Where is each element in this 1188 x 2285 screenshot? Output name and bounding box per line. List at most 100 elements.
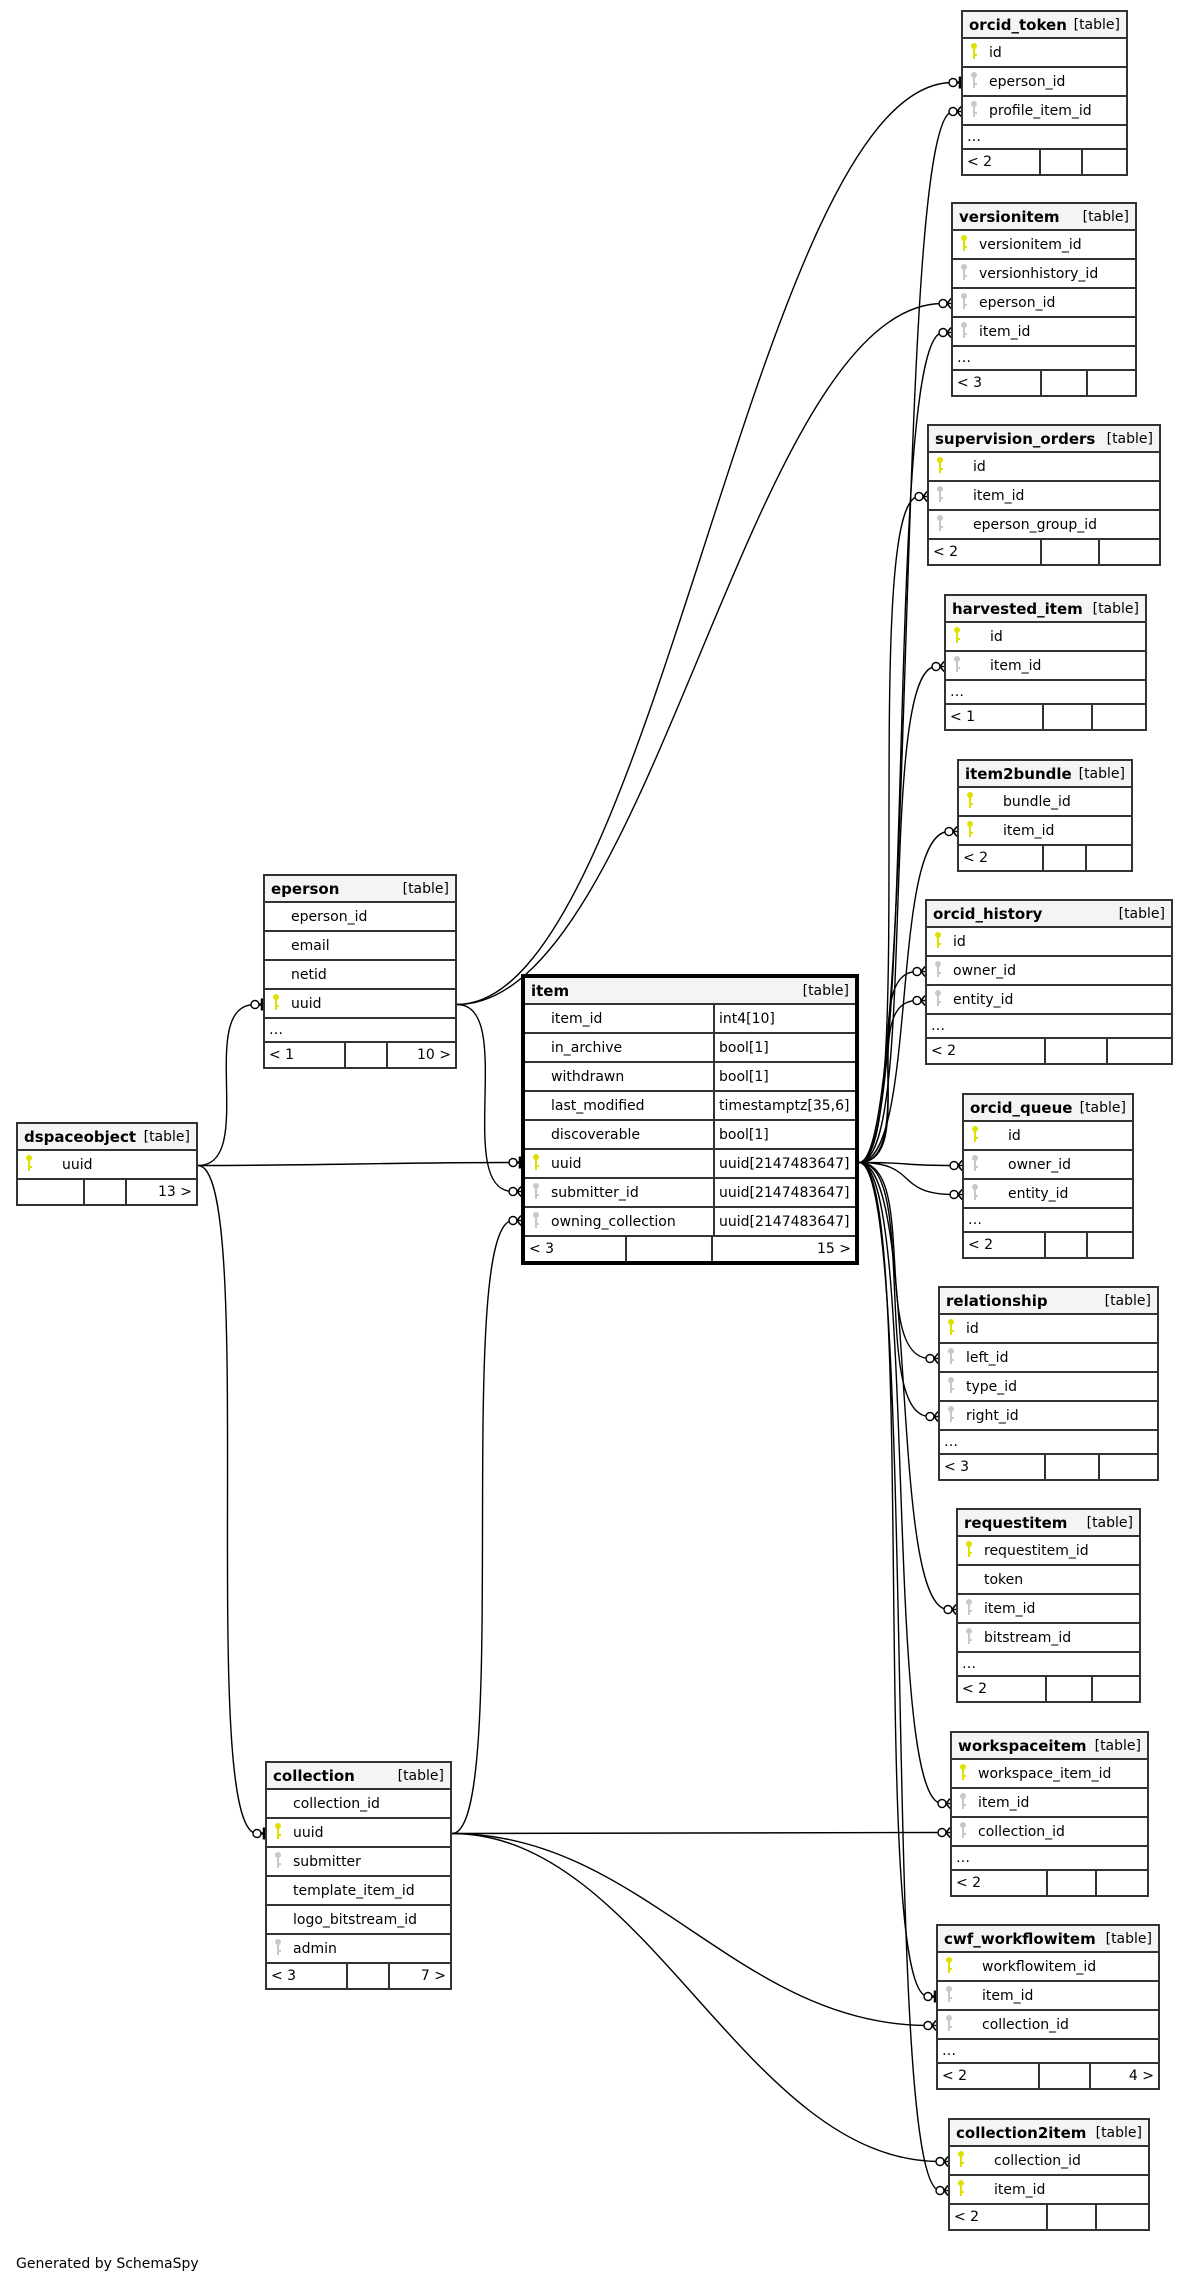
relationship-edge[interactable] (451, 1831, 943, 1835)
column-row[interactable]: item_id (938, 1982, 1158, 2011)
column-row[interactable]: versionitem_id (953, 231, 1135, 260)
parents-count[interactable]: < 2 (964, 1233, 1046, 1257)
relationship-edge[interactable] (858, 1161, 955, 1167)
relationship-edge[interactable] (456, 81, 954, 1006)
column-row[interactable]: bitstream_id (958, 1624, 1139, 1653)
more-columns-indicator[interactable]: … (964, 1209, 1132, 1233)
parents-count[interactable]: < 3 (953, 371, 1042, 395)
table-versionitem[interactable]: versionitem [table] versionitem_id versi… (951, 202, 1137, 397)
table-header[interactable]: workspaceitem [table] (952, 1733, 1147, 1760)
relationship-edge[interactable] (451, 1832, 941, 2163)
table-cwf-workflowitem[interactable]: cwf_workflowitem [table] workflowitem_id… (936, 1924, 1160, 2090)
table-collection2item[interactable]: collection2item [table] collection_id it… (948, 2118, 1150, 2231)
relationship-edge[interactable] (858, 1161, 931, 1418)
more-columns-indicator[interactable]: … (940, 1431, 1157, 1455)
column-row[interactable]: token (958, 1566, 1139, 1595)
column-row[interactable]: id (929, 453, 1159, 482)
table-header[interactable]: eperson [table] (265, 876, 455, 903)
table-header[interactable]: orcid_token [table] (963, 12, 1126, 39)
table-header[interactable]: harvested_item [table] (946, 596, 1145, 623)
more-columns-indicator[interactable]: … (265, 1019, 455, 1043)
column-row[interactable]: id (927, 928, 1171, 957)
column-row[interactable]: bundle_id (959, 788, 1131, 817)
table-orcid-history[interactable]: orcid_history [table] id owner_id entity… (925, 899, 1173, 1065)
column-row[interactable]: id (946, 623, 1145, 652)
column-row[interactable]: eperson_group_id (929, 511, 1159, 540)
column-row[interactable]: admin (267, 1935, 450, 1964)
more-columns-indicator[interactable]: … (952, 1847, 1147, 1871)
more-columns-indicator[interactable]: … (927, 1015, 1171, 1039)
column-row[interactable]: item_id (952, 1789, 1147, 1818)
relationship-edge[interactable] (858, 830, 950, 1164)
column-row[interactable]: id (964, 1122, 1132, 1151)
relationship-edge[interactable] (858, 1161, 943, 1805)
relationship-edge[interactable] (451, 1219, 514, 1835)
relationship-edge[interactable] (858, 1161, 941, 2192)
parents-count[interactable]: < 2 (958, 1677, 1047, 1701)
parents-count[interactable]: < 2 (950, 2205, 1048, 2229)
column-row[interactable]: item_id (958, 1595, 1139, 1624)
column-row[interactable]: owner_id (927, 957, 1171, 986)
column-row[interactable]: template_item_id (267, 1877, 450, 1906)
table-supervision-orders[interactable]: supervision_orders [table] id item_id ep… (927, 424, 1161, 566)
relationship-edge[interactable] (858, 999, 918, 1164)
column-row[interactable]: email (265, 932, 455, 961)
table-header[interactable]: relationship [table] (940, 1288, 1157, 1315)
more-columns-indicator[interactable]: … (938, 2040, 1158, 2064)
parents-count[interactable]: < 2 (963, 150, 1041, 174)
column-row[interactable]: item_id (959, 817, 1131, 846)
parents-count[interactable]: < 3 (267, 1964, 349, 1988)
relationship-edge[interactable] (858, 1161, 931, 1360)
column-row[interactable]: collection_id (267, 1790, 450, 1819)
children-count[interactable]: 15 > (817, 1241, 851, 1257)
column-row[interactable]: requestitem_id (958, 1537, 1139, 1566)
table-item2bundle[interactable]: item2bundle [table] bundle_id item_id < … (957, 759, 1133, 872)
table-collection[interactable]: collection [table] collection_id uuid su… (265, 1761, 452, 1990)
column-row[interactable]: workspace_item_id (952, 1760, 1147, 1789)
column-row[interactable]: uuid uuid[2147483647] (525, 1150, 855, 1179)
parents-count[interactable]: < 2 (952, 1871, 1048, 1895)
column-row[interactable]: discoverable bool[1] (525, 1121, 855, 1150)
table-eperson[interactable]: eperson [table] eperson_id email netid u… (263, 874, 457, 1069)
column-row[interactable]: in_archive bool[1] (525, 1034, 855, 1063)
table-header[interactable]: supervision_orders [table] (929, 426, 1159, 453)
column-row[interactable]: netid (265, 961, 455, 990)
relationship-edge[interactable] (451, 1832, 929, 2027)
column-row[interactable]: id (963, 39, 1126, 68)
parents-count[interactable]: < 3 (525, 1237, 627, 1261)
parents-count[interactable]: < 2 (938, 2064, 1041, 2088)
table-item[interactable]: item [table] item_id int4[10] in_archive… (521, 974, 859, 1265)
table-header[interactable]: item [table] (525, 978, 855, 1005)
column-row[interactable]: item_id (950, 2176, 1148, 2205)
column-row[interactable]: profile_item_id (963, 97, 1126, 126)
column-row[interactable]: uuid (267, 1819, 450, 1848)
parents-count[interactable]: < 1 (946, 705, 1044, 729)
parents-count[interactable]: < 2 (959, 846, 1044, 870)
table-header[interactable]: collection2item [table] (950, 2120, 1148, 2147)
column-row[interactable]: collection_id (952, 1818, 1147, 1847)
column-row[interactable]: collection_id (938, 2011, 1158, 2040)
relationship-edge[interactable] (858, 1161, 955, 1196)
table-orcid-queue[interactable]: orcid_queue [table] id owner_id entity_i… (962, 1093, 1134, 1259)
table-harvested-item[interactable]: harvested_item [table] id item_id …< 1 (944, 594, 1147, 731)
children-count[interactable]: 13 > (158, 1184, 192, 1200)
parents-count[interactable]: < 2 (929, 540, 1042, 564)
relationship-edge[interactable] (197, 1164, 258, 1835)
column-row[interactable]: eperson_id (953, 289, 1135, 318)
children-count[interactable]: 10 > (416, 1047, 451, 1063)
column-row[interactable]: uuid (265, 990, 455, 1019)
column-row[interactable]: logo_bitstream_id (267, 1906, 450, 1935)
column-row[interactable]: submitter_id uuid[2147483647] (525, 1179, 855, 1208)
table-requestitem[interactable]: requestitem [table] requestitem_id token… (956, 1508, 1141, 1703)
table-header[interactable]: item2bundle [table] (959, 761, 1131, 788)
column-row[interactable]: type_id (940, 1373, 1157, 1402)
column-row[interactable]: left_id (940, 1344, 1157, 1373)
table-dspaceobject[interactable]: dspaceobject [table] uuid 13 > (16, 1122, 198, 1206)
relationship-edge[interactable] (858, 110, 954, 1164)
column-row[interactable]: item_id (929, 482, 1159, 511)
table-header[interactable]: collection [table] (267, 1763, 450, 1790)
relationship-edge[interactable] (858, 1161, 949, 1611)
table-header[interactable]: versionitem [table] (953, 204, 1135, 231)
more-columns-indicator[interactable]: … (963, 126, 1126, 150)
column-row[interactable]: item_id int4[10] (525, 1005, 855, 1034)
